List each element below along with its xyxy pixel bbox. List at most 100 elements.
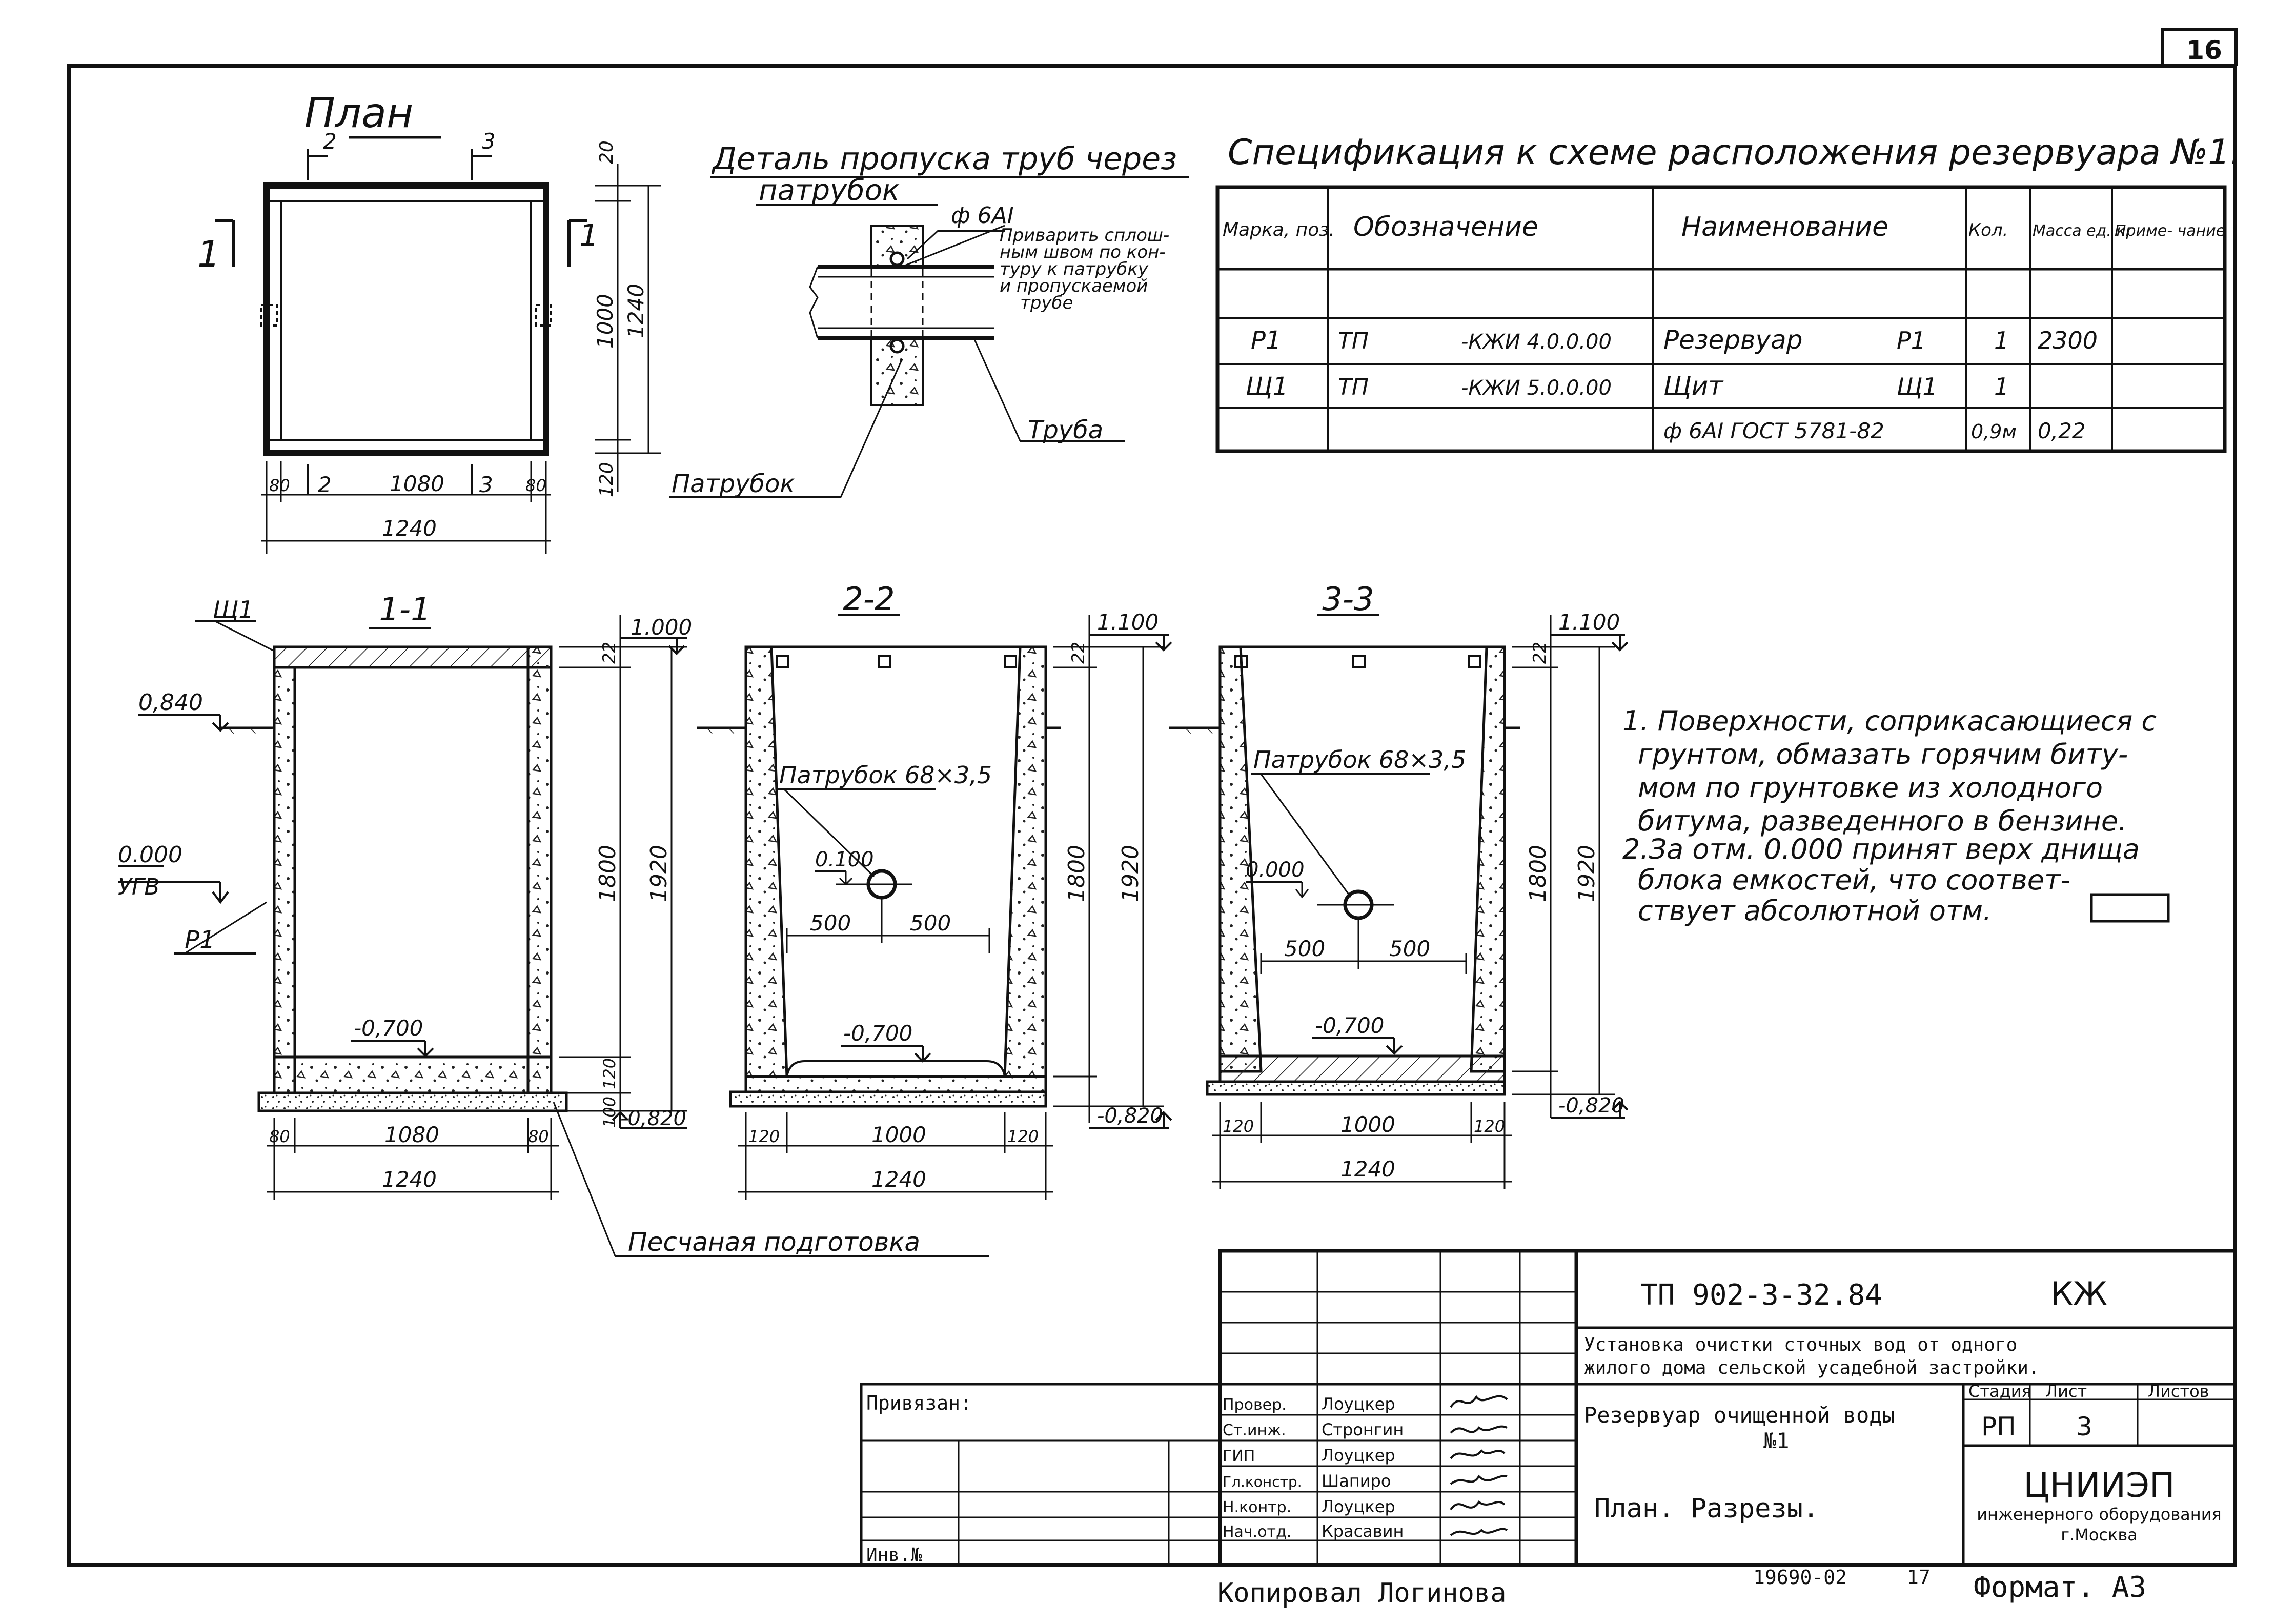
- plan-dim-bottom-left: 80: [269, 476, 290, 495]
- detail-title-line2: патрубок: [759, 174, 900, 207]
- abs-level-blank-box: [2090, 893, 2170, 923]
- format-label: Формат. А3: [1974, 1571, 2146, 1604]
- spec-row3-qty: 0,9м: [1971, 420, 2017, 443]
- stamp-sheet-title: План. Разрезы.: [1594, 1493, 1819, 1524]
- sec33-level-top: 1.100: [1558, 610, 1620, 635]
- sec11-dim-total-w: 1240: [382, 1167, 437, 1192]
- detail-rebar-label: ф 6AI: [951, 202, 1014, 229]
- stamp-name-4: Шапиро: [1322, 1471, 1391, 1491]
- sec11-level-ground: 0,840: [138, 689, 203, 716]
- stamp-stage: РП: [1981, 1412, 2016, 1442]
- general-notes: 1. Поверхности, соприкасающиеся с грунто…: [1622, 705, 2170, 927]
- stamp-object-line1: Резервуар очищенной воды: [1584, 1403, 1895, 1428]
- plan-section-2-top: 2: [323, 129, 337, 154]
- sec22-dim-mid: 1000: [871, 1122, 926, 1147]
- spec-row2-code-a: ТП: [1338, 374, 1369, 400]
- spec-header-note: Приме- чание: [2115, 222, 2225, 240]
- pipe-detail-labels: Деталь пропуска труб через патрубок ф 6A…: [672, 141, 1177, 498]
- stamp-role-6: Нач.отд.: [1223, 1523, 1291, 1541]
- sec33-dim-total-w: 1240: [1340, 1156, 1395, 1182]
- plan-cut-1-left: 1: [197, 233, 220, 275]
- sec33-nozzle-label: Патрубок 68×3,5: [1253, 746, 1466, 774]
- plan-section-3-top: 3: [482, 129, 496, 154]
- plan-dim-top-wall: 20: [596, 140, 617, 164]
- spec-row1-name: Резервуар: [1663, 325, 1802, 355]
- plan-dim-bottom-wall: 120: [596, 462, 617, 497]
- sec33-dim-500a: 500: [1284, 936, 1325, 961]
- spec-header-name: Наименование: [1681, 212, 1888, 242]
- detail-note-line1: Приварить сплош-: [1000, 225, 1169, 246]
- sheet-footer: Копировал Логинова 19690-02 17 Формат. А…: [1217, 1566, 2146, 1609]
- stamp-role-4: Гл.констр.: [1223, 1473, 1302, 1490]
- spec-row1-qty: 1: [1994, 327, 2009, 354]
- spec-row2-name: Щит: [1663, 371, 1724, 401]
- sec11-level-zero: 0.000: [118, 842, 182, 868]
- stamp-org-name: ЦНИИЭП: [2023, 1466, 2175, 1505]
- stamp-code: ТП 902-3-32.84: [1640, 1278, 1882, 1312]
- stamp-org-city: г.Москва: [2061, 1525, 2138, 1545]
- stamp-project-line1: Установка очистки сточных вод от одного: [1584, 1334, 2017, 1355]
- sec11-ugv: УГВ: [118, 874, 160, 900]
- spec-row2-code-b: -КЖИ 5.0.0.00: [1461, 376, 1612, 400]
- plan-dim-bottom-right: 80: [525, 476, 546, 495]
- note2-line2: блока емкостей, что соответ-: [1638, 864, 2070, 896]
- note1-line2: грунтом, обмазать горячим биту-: [1638, 738, 2128, 770]
- title-block-text: ТП 902-3-32.84 КЖ Установка очистки сточ…: [866, 1275, 2222, 1566]
- stamp-sheets-header: Листов: [2148, 1382, 2209, 1401]
- detail-note-line5: трубе: [1020, 293, 1073, 313]
- section-1-1-labels: 1-1 Щ1 1.000 0,840 0.000 УГВ Р1 -0,700 -…: [118, 591, 920, 1257]
- sec11-shield-label: Щ1: [213, 596, 254, 623]
- sec33-dim-inner: 1800: [1525, 845, 1551, 902]
- sec33-level-pipe: 0.000: [1246, 858, 1305, 882]
- stamp-name-1: Лоуцкер: [1322, 1394, 1395, 1414]
- plan-section-3-bottom: 3: [479, 472, 493, 497]
- plan-dim-outer-height: 1240: [623, 283, 648, 338]
- sec22-dim-inner: 1800: [1064, 845, 1090, 902]
- sec11-p1: Р1: [185, 926, 215, 955]
- sec33-level-floor: -0,700: [1315, 1013, 1384, 1038]
- detail-note-line2: ным швом по кон-: [1000, 242, 1166, 262]
- plan-dim-inner-height: 1000: [593, 294, 618, 349]
- sec11-dim-b120: 120: [600, 1058, 619, 1089]
- sec11-level-bottom: -0,820: [620, 1107, 686, 1130]
- title-block: [860, 1249, 2237, 1567]
- stamp-mark: КЖ: [2050, 1275, 2107, 1312]
- spec-title: Спецификация к схеме расположения резерв…: [1228, 132, 2241, 173]
- stamp-role-2: Ст.инж.: [1223, 1422, 1286, 1439]
- sheet-number: 16: [2186, 35, 2222, 65]
- plan-cut-1-right: 1: [579, 218, 599, 254]
- sec33-title: 3-3: [1322, 580, 1374, 618]
- sec11-dim-total: 1920: [646, 845, 672, 902]
- sec22-level-floor: -0,700: [843, 1021, 912, 1046]
- stamp-name-5: Лоуцкер: [1322, 1497, 1395, 1516]
- sec11-level-top: 1.000: [631, 615, 692, 640]
- plan-dim-bottom-mid: 1080: [390, 471, 444, 496]
- sec11-dim-inner: 1800: [595, 845, 621, 902]
- note1-line1: 1. Поверхности, соприкасающиеся с: [1622, 705, 2157, 737]
- spec-row2-qty: 1: [1994, 373, 2009, 400]
- plan-dim-bottom-total: 1240: [382, 516, 437, 541]
- sec22-level-bottom: -0,820: [1097, 1104, 1163, 1128]
- spec-row2-name-mark: Щ1: [1897, 373, 1938, 400]
- spec-row1-code-a: ТП: [1338, 328, 1369, 354]
- pipe-detail: [669, 176, 1189, 498]
- sheet-number-box: 16: [2161, 28, 2238, 66]
- sec11-dim-mid: 1080: [384, 1122, 439, 1147]
- stamp-bound: Привязан:: [866, 1392, 972, 1414]
- detail-note-line4: и пропускаемой: [1000, 276, 1148, 296]
- spec-header-qty: Кол.: [1968, 220, 2008, 240]
- archive-sheet: 17: [1907, 1566, 1931, 1589]
- section-2-2-labels: 2-2 1.100 Патрубок 68×3,5 0.100 500 500 …: [748, 580, 1163, 1192]
- sec11-dim-left80: 80: [269, 1127, 290, 1146]
- detail-note-line3: туру к патрубку: [1000, 259, 1149, 279]
- sec33-dim-total: 1920: [1574, 845, 1600, 902]
- spec-row1-code-b: -КЖИ 4.0.0.00: [1461, 330, 1612, 354]
- plan-view: План: [215, 89, 661, 554]
- note1-line4: битума, разведенного в бензине.: [1638, 805, 2127, 837]
- spec-header-mark: Марка, поз.: [1223, 219, 1335, 240]
- copied-by: Копировал Логинова: [1217, 1578, 1507, 1609]
- stamp-role-3: ГИП: [1223, 1447, 1255, 1465]
- spec-row1-name-mark: Р1: [1897, 327, 1926, 354]
- sec22-dim-total-w: 1240: [871, 1167, 926, 1192]
